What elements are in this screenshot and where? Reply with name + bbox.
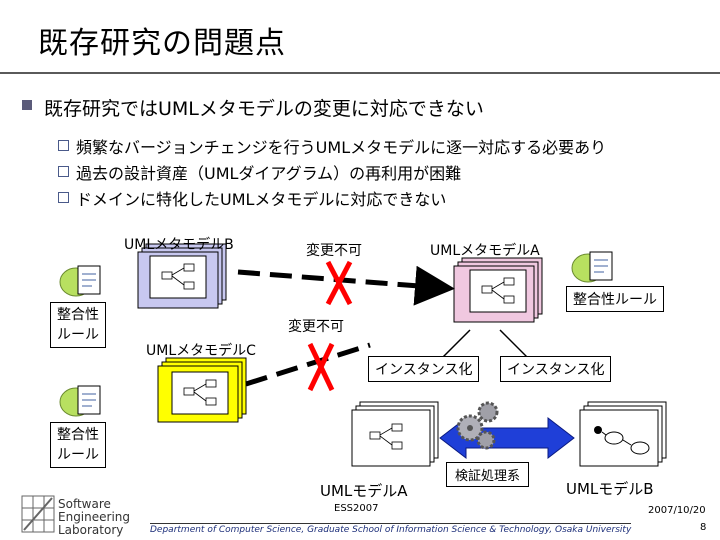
lab-logo-icon	[21, 495, 55, 533]
consistency-rule-bottom-line1: 整合性	[57, 427, 99, 443]
sub-bullet-marker	[58, 166, 69, 177]
instantiate-box-left: インスタンス化	[368, 356, 480, 382]
sub-bullet-1: 頻繁なバージョンチェンジを行うUMLメタモデルに逐一対応する必要あり	[76, 138, 607, 157]
metamodel-a-label: UMLメタモデルA	[430, 243, 540, 259]
person-document-icon	[571, 251, 613, 283]
cross-icon	[325, 260, 353, 306]
consistency-rule-left-line1: 整合性	[57, 307, 99, 323]
person-document-icon	[59, 265, 101, 297]
metamodel-a-stack	[453, 257, 543, 323]
sub-bullet-marker	[58, 192, 69, 203]
footer-date: 2007/10/20	[648, 505, 706, 516]
metamodel-c-label: UMLメタモデルC	[146, 343, 256, 359]
verification-system-box: 検証処理系	[446, 462, 530, 487]
main-bullet-marker	[22, 100, 32, 110]
consistency-rule-box-bottom: 整合性 ルール	[50, 422, 106, 468]
person-document-icon	[59, 385, 101, 417]
consistency-rule-bottom-line2: ルール	[57, 447, 99, 463]
sub-bullet-3: ドメインに特化したUMLメタモデルに対応できない	[76, 190, 447, 209]
cross-icon	[307, 342, 335, 392]
main-bullet-text: 既存研究ではUMLメタモデルの変更に対応できない	[44, 98, 484, 120]
footer-department: Department of Computer Science, Graduate…	[150, 523, 632, 535]
consistency-rule-left-line2: ルール	[57, 327, 99, 343]
metamodel-b-stack	[137, 243, 227, 309]
model-a-stack	[351, 401, 439, 467]
footer-conference: ESS2007	[334, 503, 379, 514]
logo-line-1: Software	[58, 497, 111, 511]
sub-bullet-marker	[58, 140, 69, 151]
logo-line-2: Engineering	[58, 510, 130, 524]
page-title: 既存研究の問題点	[38, 26, 286, 61]
metamodel-c-stack	[157, 357, 247, 423]
unchangeable-label-top: 変更不可	[306, 243, 362, 259]
model-a-label: UMLモデルA	[320, 482, 408, 500]
consistency-rule-box-left: 整合性 ルール	[50, 302, 106, 348]
lab-logo-text: Software Engineering Laboratory	[58, 498, 130, 537]
unchangeable-label-bottom: 変更不可	[288, 319, 344, 335]
gear-icon	[456, 401, 499, 450]
consistency-rule-box-right: 整合性ルール	[566, 286, 664, 312]
logo-line-3: Laboratory	[58, 523, 124, 537]
model-b-label: UMLモデルB	[566, 480, 654, 498]
sub-bullet-2: 過去の設計資産（UMLダイアグラム）の再利用が困難	[76, 164, 462, 183]
metamodel-b-label: UMLメタモデルB	[124, 237, 234, 253]
title-divider	[0, 72, 720, 74]
footer-page-number: 8	[700, 522, 707, 533]
model-b-stack	[579, 401, 667, 467]
instantiate-box-right: インスタンス化	[500, 356, 612, 382]
